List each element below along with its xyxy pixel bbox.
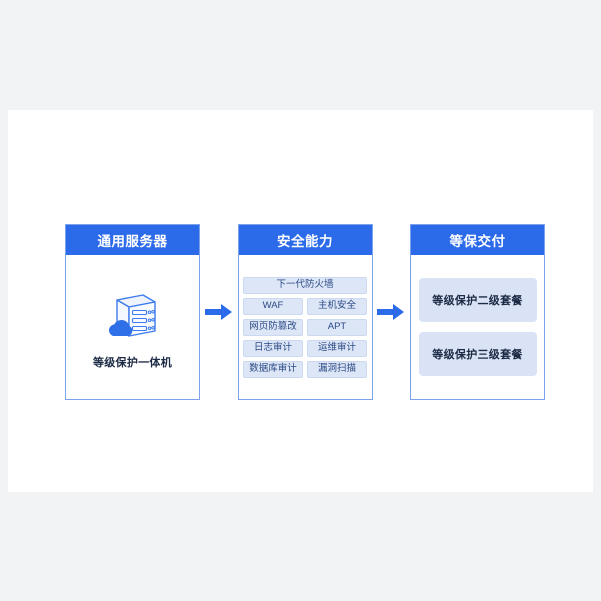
capability-row: WAF 主机安全 bbox=[243, 297, 367, 315]
capability-pill[interactable]: 漏洞扫描 bbox=[307, 360, 367, 378]
server-cloud-icon bbox=[102, 285, 164, 347]
capability-pill[interactable]: 主机安全 bbox=[307, 297, 367, 315]
column-header-general-server: 通用服务器 bbox=[66, 225, 199, 255]
arrow-right-icon-2 bbox=[376, 300, 406, 324]
capability-pill-grid: 下一代防火墙 WAF 主机安全 网页防篡改 APT 日志审计 运维审计 bbox=[243, 276, 367, 378]
column-body-security-capability: 下一代防火墙 WAF 主机安全 网页防篡改 APT 日志审计 运维审计 bbox=[239, 255, 372, 399]
column-general-server: 通用服务器 bbox=[65, 224, 200, 400]
capability-pill[interactable]: 数据库审计 bbox=[243, 360, 303, 378]
architecture-diagram: 通用服务器 bbox=[65, 224, 545, 400]
capability-pill[interactable]: APT bbox=[307, 318, 367, 336]
arrow-right-icon-1 bbox=[204, 300, 234, 324]
capability-pill[interactable]: 网页防篡改 bbox=[243, 318, 303, 336]
content-card: 通用服务器 bbox=[8, 110, 593, 492]
capability-row: 网页防篡改 APT bbox=[243, 318, 367, 336]
column-security-capability: 安全能力 下一代防火墙 WAF 主机安全 网页防篡改 APT bbox=[237, 224, 373, 400]
column-compliance-delivery: 等保交付 等级保护二级套餐 等级保护三级套餐 bbox=[410, 224, 545, 400]
capability-row: 日志审计 运维审计 bbox=[243, 339, 367, 357]
appliance-label: 等级保护一体机 bbox=[92, 356, 173, 369]
capability-row: 数据库审计 漏洞扫描 bbox=[243, 360, 367, 378]
capability-pill[interactable]: WAF bbox=[243, 297, 303, 315]
column-body-general-server: 等级保护一体机 bbox=[66, 255, 199, 399]
capability-row: 下一代防火墙 bbox=[243, 276, 367, 294]
capability-pill[interactable]: 下一代防火墙 bbox=[243, 276, 367, 294]
column-header-compliance-delivery: 等保交付 bbox=[411, 225, 544, 255]
column-body-compliance-delivery: 等级保护二级套餐 等级保护三级套餐 bbox=[411, 255, 544, 399]
capability-pill[interactable]: 运维审计 bbox=[307, 339, 367, 357]
capability-pill[interactable]: 日志审计 bbox=[243, 339, 303, 357]
column-header-security-capability: 安全能力 bbox=[238, 225, 372, 255]
package-card[interactable]: 等级保护三级套餐 bbox=[418, 332, 537, 376]
package-list: 等级保护二级套餐 等级保护三级套餐 bbox=[418, 278, 537, 376]
package-card[interactable]: 等级保护二级套餐 bbox=[418, 278, 537, 322]
